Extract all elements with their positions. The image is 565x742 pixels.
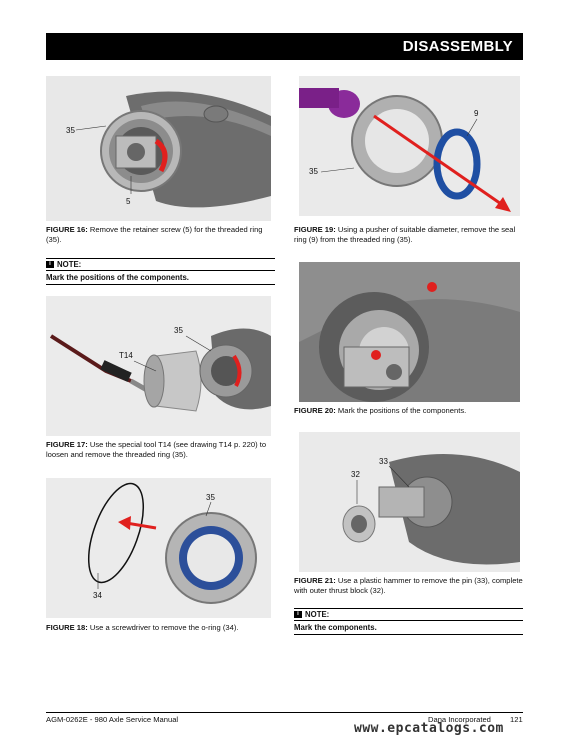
note-2-heading: NOTE: — [305, 610, 330, 619]
section-header: DISASSEMBLY — [46, 33, 523, 60]
figure-20-text: Mark the positions of the components. — [337, 406, 467, 415]
callout-35: 35 — [66, 126, 75, 135]
footer-divider — [46, 712, 523, 713]
note-1-heading: NOTE: — [57, 260, 82, 269]
figure-16-label: FIGURE 16: — [46, 225, 88, 234]
figure-20-caption: FIGURE 20: Mark the positions of the com… — [294, 406, 523, 416]
figure-16-image: 35 5 — [46, 76, 271, 221]
callout-35: 35 — [309, 167, 318, 176]
callout-33: 33 — [379, 457, 388, 466]
figure-17-image: T14 35 — [46, 296, 271, 436]
figure-21-image: 33 32 — [299, 432, 520, 572]
figure-16-caption: FIGURE 16: Remove the retainer screw (5)… — [46, 225, 274, 245]
figure-17-caption: FIGURE 17: Use the special tool T14 (see… — [46, 440, 274, 460]
figure-19-label: FIGURE 19: — [294, 225, 336, 234]
footer-manual-title: AGM-0262E - 980 Axle Service Manual — [46, 715, 179, 724]
note-2-body: Mark the components. — [294, 621, 523, 635]
section-title: DISASSEMBLY — [402, 38, 513, 55]
callout-5: 5 — [126, 197, 131, 206]
figure-18-image: 35 34 — [46, 478, 271, 618]
note-1: i NOTE: Mark the positions of the compon… — [46, 258, 275, 285]
figure-21-label: FIGURE 21: — [294, 576, 336, 585]
callout-T14: T14 — [119, 351, 133, 360]
note-1-body: Mark the positions of the components. — [46, 271, 275, 285]
figure-20-label: FIGURE 20: — [294, 406, 336, 415]
callout-9: 9 — [474, 109, 479, 118]
figure-18-caption: FIGURE 18: Use a screwdriver to remove t… — [46, 623, 274, 633]
callout-34: 34 — [93, 591, 102, 600]
note-icon: i — [46, 261, 54, 268]
figure-17-text: Use the special tool T14 (see drawing T1… — [46, 440, 267, 459]
figure-18-label: FIGURE 18: — [46, 623, 88, 632]
figure-19-text: Using a pusher of suitable diameter, rem… — [294, 225, 516, 244]
callout-35: 35 — [174, 326, 183, 335]
figure-21-caption: FIGURE 21: Use a plastic hammer to remov… — [294, 576, 523, 596]
figure-17-label: FIGURE 17: — [46, 440, 88, 449]
callout-35: 35 — [206, 493, 215, 502]
figure-20-image — [299, 262, 520, 402]
footer-company: Dana Incorporated — [428, 715, 491, 724]
note-2: i NOTE: Mark the components. — [294, 608, 523, 635]
figure-18-text: Use a screwdriver to remove the o-ring (… — [89, 623, 239, 632]
watermark: www.epcatalogs.com — [354, 721, 504, 736]
callout-32: 32 — [351, 470, 360, 479]
figure-21-text: Use a plastic hammer to remove the pin (… — [294, 576, 523, 595]
figure-19-caption: FIGURE 19: Using a pusher of suitable di… — [294, 225, 523, 245]
figure-16-text: Remove the retainer screw (5) for the th… — [46, 225, 263, 244]
note-icon: i — [294, 611, 302, 618]
figure-19-image: 9 35 — [299, 76, 520, 216]
page-number: 121 — [510, 715, 523, 724]
